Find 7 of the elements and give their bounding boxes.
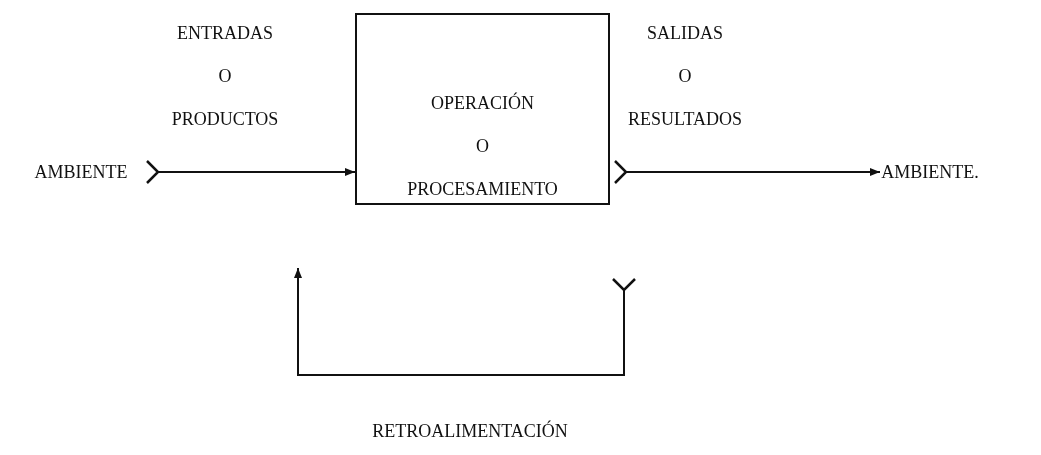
process-box	[355, 13, 610, 205]
environment-label: AMBIENTE.	[880, 161, 980, 184]
arrow	[613, 159, 881, 185]
process-label: OPERACIÓN O PROCESAMIENTO	[407, 91, 558, 201]
arrow	[294, 267, 637, 376]
arrow	[145, 159, 356, 185]
environment-label: AMBIENTE	[33, 161, 129, 184]
